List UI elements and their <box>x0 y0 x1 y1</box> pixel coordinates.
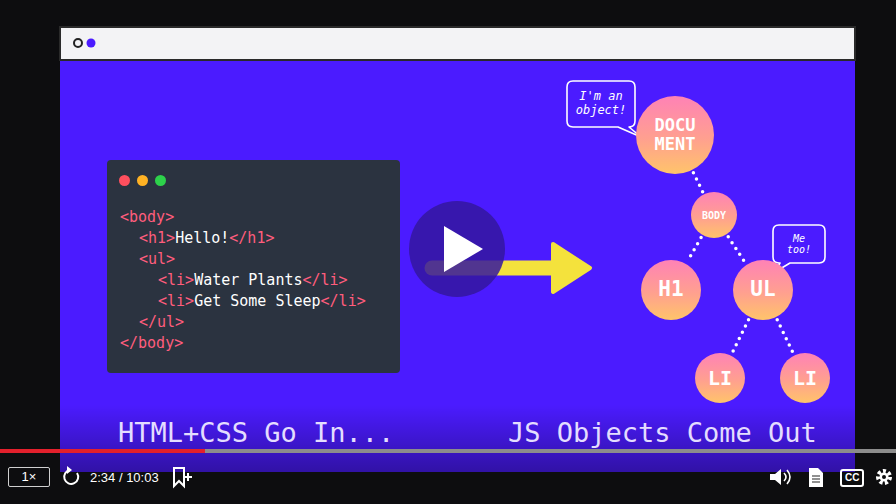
code-line: </ul> <box>139 313 184 331</box>
play-icon <box>444 226 483 272</box>
code-tag: </li> <box>303 271 348 289</box>
code-line: <li>Water Plants</li> <box>158 271 348 289</box>
captions-button: CC <box>840 469 864 487</box>
bubble-text: Me too! <box>778 233 820 256</box>
code-text: Get Some Sleep <box>194 292 320 310</box>
control-shade <box>60 405 855 472</box>
progress-played <box>0 449 205 453</box>
node-label: LI <box>708 367 732 389</box>
transcript-icon <box>809 468 823 487</box>
settings-icon <box>878 471 890 483</box>
code-tag: <ul> <box>139 250 175 268</box>
tree-link <box>693 173 702 192</box>
code-tag: </li> <box>321 292 366 310</box>
slide-caption: JS Objects Come Out <box>508 419 817 446</box>
code-tag: </h1> <box>229 229 274 247</box>
code-text: Water Plants <box>194 271 302 289</box>
window-dot <box>119 175 130 186</box>
tree-link <box>777 320 793 353</box>
node-label: BODY <box>702 210 726 221</box>
arrow-head <box>553 244 590 292</box>
code-line: </body> <box>120 334 183 352</box>
window-dot <box>137 175 148 186</box>
element-node: LI <box>780 353 830 403</box>
browser-bar <box>60 27 855 60</box>
code-tag: </ul> <box>139 313 184 331</box>
speed-button: 1× <box>8 467 50 487</box>
play-button <box>409 201 505 297</box>
code-tag: <li> <box>158 271 194 289</box>
body-node: BODY <box>691 192 737 238</box>
tree-link <box>687 238 701 262</box>
bubble-text: I'm an object! <box>572 90 630 118</box>
replay-icon <box>64 470 78 484</box>
code-tag: <h1> <box>139 229 175 247</box>
tree-link <box>732 320 748 353</box>
time-display: 2:34 / 10:03 <box>90 470 159 485</box>
node-label: LI <box>793 367 817 389</box>
code-tag: <body> <box>120 208 174 226</box>
transcript-icon <box>812 476 820 482</box>
code-tag: <li> <box>158 292 194 310</box>
browser-dot <box>74 39 82 47</box>
volume-icon <box>770 469 781 485</box>
tree-link <box>728 237 745 263</box>
node-label: DOCU MENT <box>650 116 700 153</box>
slide-background <box>60 61 855 472</box>
volume-icon <box>784 470 790 484</box>
bookmark-icon <box>174 468 184 486</box>
node-label: H1 <box>658 278 683 301</box>
node-label: UL <box>750 278 775 301</box>
code-line: <h1>Hello!</h1> <box>139 229 274 247</box>
code-tag: </body> <box>120 334 183 352</box>
speech-bubble: Me too! <box>772 224 826 264</box>
replay-icon <box>67 466 72 474</box>
document-node: DOCU MENT <box>636 96 714 174</box>
progress-track <box>0 449 896 453</box>
settings-icon <box>880 473 889 482</box>
slide-caption: HTML+CSS Go In... <box>118 419 394 446</box>
element-node: H1 <box>641 260 701 320</box>
code-line: <body> <box>120 208 174 226</box>
settings-icon <box>882 475 886 479</box>
browser-dot <box>87 39 96 48</box>
bookmark-icon <box>184 473 192 481</box>
code-line: <ul> <box>139 250 175 268</box>
bubble-outline <box>567 81 641 137</box>
code-text: Hello! <box>175 229 229 247</box>
window-dot <box>155 175 166 186</box>
code-line: <li>Get Some Sleep</li> <box>158 292 366 310</box>
speech-bubble: I'm an object! <box>566 80 636 128</box>
element-node: LI <box>695 353 745 403</box>
code-window: <body> <h1>Hello!</h1> <ul> <li>Water Plant… <box>107 160 400 373</box>
element-node: UL <box>733 260 793 320</box>
